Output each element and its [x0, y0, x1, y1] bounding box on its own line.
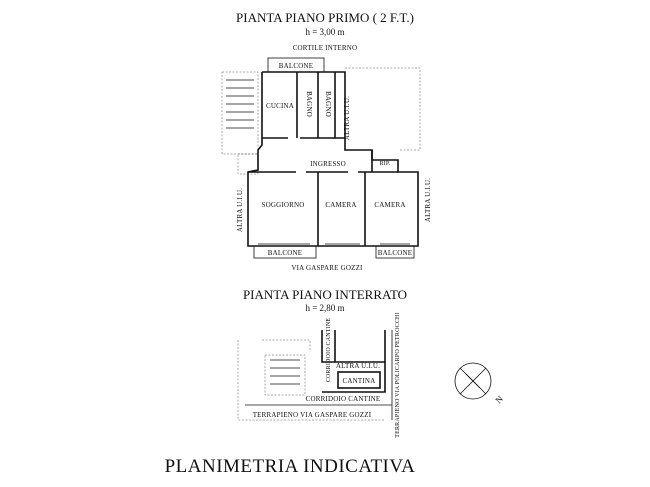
courtyard-label: CORTILE INTERNO: [293, 44, 358, 52]
compass-circle-icon: [454, 362, 492, 400]
bedroom-1-label: CAMERA: [325, 201, 356, 209]
street-label: VIA GASPARE GOZZI: [291, 264, 363, 272]
other-unit-right-label: ALTRA U.I.U.: [424, 178, 432, 222]
basement-title: PIANTA PIANO INTERRATO: [243, 287, 407, 302]
footer-title: PLANIMETRIA INDICATIVA: [165, 456, 416, 477]
cellar-room: [337, 371, 381, 389]
basement-stair-hatching: [264, 354, 306, 396]
living-room-label: SOGGIORNO: [261, 201, 304, 209]
other-unit-top-label: ALTRA U.I.U.: [343, 96, 351, 140]
corridor-horizontal-label: CORRIDOIO CANTINE: [306, 395, 381, 403]
first-floor-title: PIANTA PIANO PRIMO ( 2 F.T.): [236, 10, 414, 25]
cellar-label: CANTINA: [343, 377, 376, 385]
balcony-left: [253, 245, 317, 259]
embankment-bottom-label: TERRAPIENO VIA GASPARE GOZZI: [253, 411, 372, 419]
embankment-right-label: TERRAPIENO VIA POLICARPO PETROCCHI: [395, 312, 401, 438]
balcony-right: [375, 245, 415, 259]
first-floor-height: h = 3,00 m: [305, 27, 344, 37]
balcony-top: [267, 57, 325, 73]
other-unit-basement-label: ALTRA U.I.U.: [336, 362, 380, 370]
bedroom-2-label: CAMERA: [374, 201, 405, 209]
basement-plan: CORRIDOIO CANTINE ALTRA U.I.U. CANTINA C…: [237, 312, 401, 438]
compass-rose: N: [454, 362, 505, 405]
north-label: N: [493, 393, 505, 405]
bath-1-label: BAGNO: [305, 91, 313, 117]
entrance-label: INGRESSO: [310, 160, 346, 168]
kitchen-label: CUCINA: [266, 102, 294, 110]
balcony-left-label: BALCONE: [268, 249, 302, 257]
other-unit-left-label: ALTRA U.I.U.: [236, 188, 244, 232]
corridor-vertical-label: CORRIDOIO CANTINE: [326, 318, 332, 383]
first-floor-plan: BALCONE BALCONE BALCONE CUCINA BAGNO BAG…: [221, 57, 432, 272]
bath-2-label: BAGNO: [324, 91, 332, 117]
storage-label: RIP.: [380, 161, 391, 167]
basement-height: h = 2,80 m: [305, 303, 344, 313]
balcony-top-label: BALCONE: [279, 62, 313, 70]
balcony-right-label: BALCONE: [378, 249, 412, 257]
stair-hatching: [221, 71, 259, 155]
